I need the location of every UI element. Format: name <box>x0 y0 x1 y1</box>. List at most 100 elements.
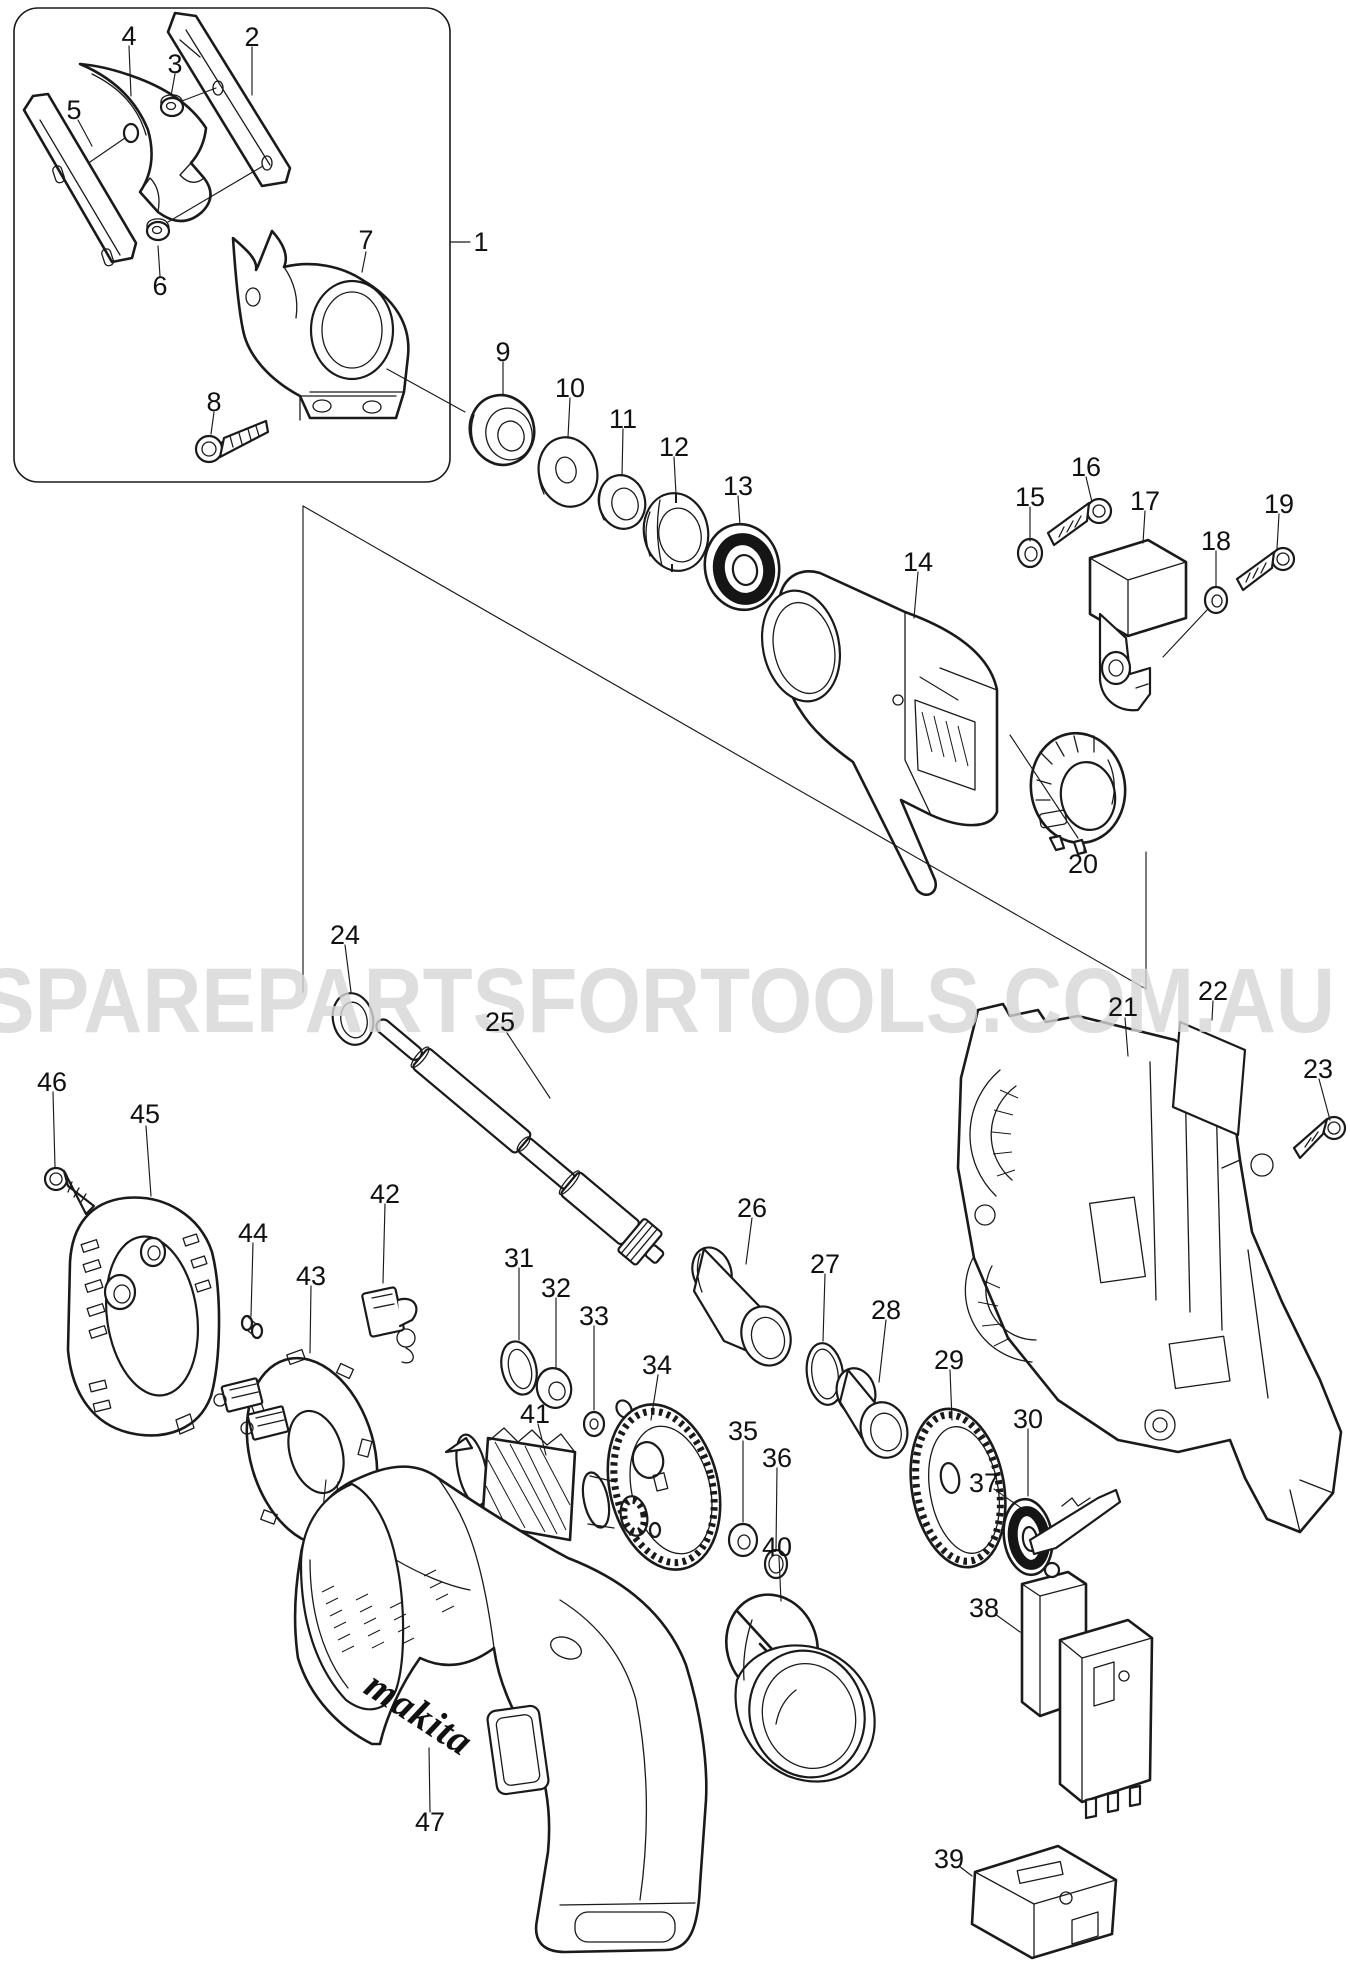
part-10-washer <box>537 436 599 508</box>
part-label-37: 37 <box>969 1468 999 1498</box>
part-label-12: 12 <box>659 432 689 462</box>
part-3-spacer-nut <box>159 94 185 118</box>
construction-line-9 <box>919 676 959 701</box>
part-label-7: 7 <box>358 225 373 255</box>
leader-line-4 <box>128 45 132 97</box>
leader-line-12 <box>673 456 677 495</box>
part-label-13: 13 <box>723 471 753 501</box>
part-label-42: 42 <box>370 1179 400 1209</box>
part-label-8: 8 <box>206 387 221 417</box>
leader-line-44 <box>250 1242 254 1317</box>
part-45-motor-yoke <box>66 1196 221 1437</box>
part-40-ring-sleeve <box>724 1593 876 1783</box>
part-label-21: 21 <box>1108 992 1138 1022</box>
leader-line-7 <box>361 251 367 273</box>
part-label-31: 31 <box>504 1243 534 1273</box>
part-label-15: 15 <box>1015 482 1045 512</box>
part-24-flat-washer <box>331 992 375 1046</box>
construction-line-5 <box>167 165 264 223</box>
part-label-5: 5 <box>66 95 81 125</box>
part-16-bolt <box>1046 497 1113 547</box>
part-13-sealed-bearing <box>703 522 781 612</box>
part-7-shear-yoke <box>231 229 410 421</box>
leader-line-26 <box>745 1217 753 1265</box>
part-label-3: 3 <box>167 49 182 79</box>
construction-line-10 <box>1009 734 1079 839</box>
leader-line-8 <box>210 411 215 435</box>
part-label-19: 19 <box>1264 489 1294 519</box>
leader-line-34 <box>650 1374 659 1421</box>
leader-line-46 <box>52 1091 56 1168</box>
leader-line-22 <box>1211 1000 1214 1021</box>
part-label-27: 27 <box>810 1249 840 1279</box>
leader-line-28 <box>878 1319 887 1383</box>
part-label-41: 41 <box>520 1399 550 1429</box>
leader-line-39 <box>958 1865 973 1877</box>
part-11-ring <box>597 474 647 530</box>
part-label-43: 43 <box>296 1261 326 1291</box>
part-label-35: 35 <box>728 1416 758 1446</box>
part-label-34: 34 <box>642 1350 672 1380</box>
part-35-nut <box>727 1522 759 1558</box>
construction-line-4 <box>181 87 217 102</box>
part-label-47: 47 <box>415 1807 445 1837</box>
part-label-26: 26 <box>737 1193 767 1223</box>
part-label-18: 18 <box>1201 526 1231 556</box>
part-label-30: 30 <box>1013 1404 1043 1434</box>
part-21-housing-half <box>956 1002 1343 1534</box>
part-label-23: 23 <box>1303 1054 1333 1084</box>
part-label-29: 29 <box>934 1345 964 1375</box>
part-22-label-plate <box>1171 1020 1247 1137</box>
part-41-armature <box>444 1427 662 1542</box>
part-5-blade <box>22 92 138 267</box>
part-23-screw <box>1292 1115 1347 1160</box>
leader-line-19 <box>1276 513 1280 550</box>
part-label-17: 17 <box>1130 486 1160 516</box>
part-44-pin <box>240 1314 264 1340</box>
part-17-cover-bracket <box>1088 538 1188 712</box>
part-label-38: 38 <box>969 1593 999 1623</box>
part-26-spring-sleeve <box>691 1246 792 1367</box>
leader-line-13 <box>737 495 741 526</box>
part-18-washer <box>1203 585 1229 615</box>
part-34-helical-gear <box>606 1399 722 1571</box>
part-label-9: 9 <box>495 337 510 367</box>
part-37-switch-lever <box>1028 1488 1122 1556</box>
part-label-40: 40 <box>762 1532 792 1562</box>
part-6-spacer-nut <box>145 218 171 242</box>
part-label-22: 22 <box>1198 976 1228 1006</box>
part-2-blade <box>166 11 292 188</box>
part-label-25: 25 <box>485 1007 515 1037</box>
leader-line-29 <box>949 1369 953 1421</box>
leader-line-45 <box>145 1125 152 1197</box>
part-label-2: 2 <box>244 22 259 52</box>
part-42-brush-holder-clip <box>361 1286 418 1364</box>
leader-line-43 <box>309 1285 312 1354</box>
leader-line-17 <box>1142 510 1146 544</box>
leader-line-14 <box>913 571 919 619</box>
carbon-brushes <box>213 1377 290 1441</box>
part-label-28: 28 <box>871 1295 901 1325</box>
leader-line-41 <box>537 1423 547 1456</box>
construction-line-2 <box>302 505 1147 990</box>
part-28-sleeve <box>835 1367 909 1459</box>
part-label-4: 4 <box>121 21 136 51</box>
part-label-20: 20 <box>1068 849 1098 879</box>
part-label-44: 44 <box>238 1218 268 1248</box>
leader-line-38 <box>994 1613 1021 1633</box>
part-label-39: 39 <box>934 1844 964 1874</box>
part-31-o-ring <box>500 1340 538 1396</box>
part-9-bearing <box>468 393 536 467</box>
part-label-11: 11 <box>609 404 637 434</box>
part-29-flat-gear <box>909 1407 1007 1569</box>
leader-line-23 <box>1318 1078 1331 1121</box>
part-label-24: 24 <box>330 920 360 950</box>
part-label-45: 45 <box>130 1099 160 1129</box>
leader-line-11 <box>621 428 624 477</box>
part-32-spacer-nut <box>535 1367 573 1409</box>
leader-line-40 <box>778 1556 782 1602</box>
leader-line-27 <box>822 1273 826 1342</box>
leader-line-16 <box>1085 476 1093 503</box>
construction-lines <box>89 87 1208 993</box>
